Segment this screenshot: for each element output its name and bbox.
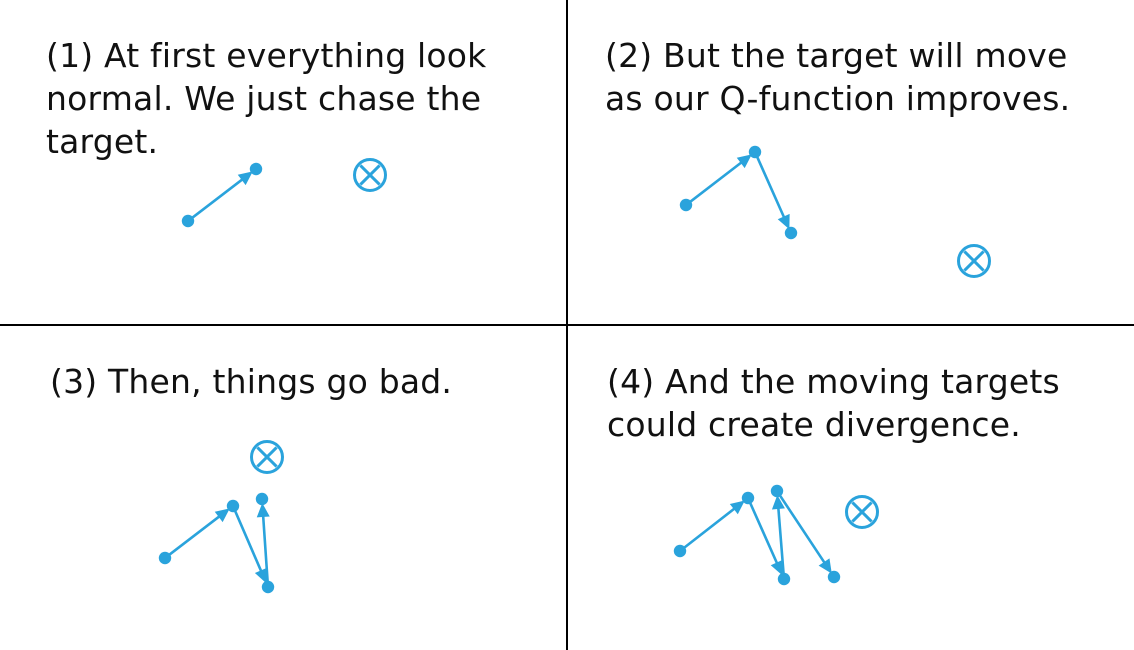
estimate-dot	[673, 544, 687, 558]
panel-1-caption-line: normal. We just chase the	[46, 79, 482, 118]
circled-x-icon	[845, 495, 879, 529]
step-arrow	[165, 508, 230, 559]
estimate-dot	[784, 226, 798, 240]
circled-x-icon	[250, 440, 284, 474]
estimate-dot	[181, 214, 195, 228]
panel-4-caption: (4) And the moving targets could create …	[607, 360, 1060, 446]
panel-4-trajectory	[673, 484, 841, 586]
panel-1-caption-line: target.	[46, 122, 159, 161]
panel-1-caption: (1) At first everything look normal. We …	[46, 34, 487, 163]
circled-x-icon	[957, 244, 991, 278]
step-arrow	[771, 494, 786, 579]
step-arrow	[680, 500, 745, 552]
estimate-dot	[827, 570, 841, 584]
estimate-dot	[679, 198, 693, 212]
estimate-dot	[226, 499, 240, 513]
panel-2-trajectory	[679, 145, 798, 240]
step-arrow	[232, 506, 267, 584]
estimate-dot	[777, 572, 791, 586]
estimate-dot	[158, 551, 172, 565]
step-arrow	[256, 502, 270, 587]
panel-3-trajectory	[158, 492, 275, 594]
step-arrow	[686, 154, 752, 206]
estimate-dot	[770, 484, 784, 498]
step-arrow	[747, 498, 783, 576]
panel-3-caption: (3) Then, things go bad.	[50, 360, 452, 403]
panel-4-caption-line: could create divergence.	[607, 405, 1021, 444]
step-arrow	[754, 152, 790, 230]
step-arrow	[776, 491, 832, 574]
panel-2-caption-line: (2) But the target will move	[605, 36, 1068, 75]
circled-x-icon	[353, 158, 387, 192]
panel-1-trajectory	[181, 162, 263, 228]
panel-3-caption-line: (3) Then, things go bad.	[50, 362, 453, 401]
estimate-dot	[748, 145, 762, 159]
estimate-dot	[741, 491, 755, 505]
panel-1-caption-line: (1) At first everything look	[46, 36, 487, 75]
panel-4-caption-line: (4) And the moving targets	[607, 362, 1060, 401]
step-arrow	[188, 171, 253, 222]
panel-2-caption-line: as our Q-function improves.	[605, 79, 1071, 118]
panel-2-caption: (2) But the target will move as our Q-fu…	[605, 34, 1070, 120]
horizontal-divider	[0, 324, 1134, 326]
estimate-dot	[249, 162, 263, 176]
estimate-dot	[255, 492, 269, 506]
estimate-dot	[261, 580, 275, 594]
